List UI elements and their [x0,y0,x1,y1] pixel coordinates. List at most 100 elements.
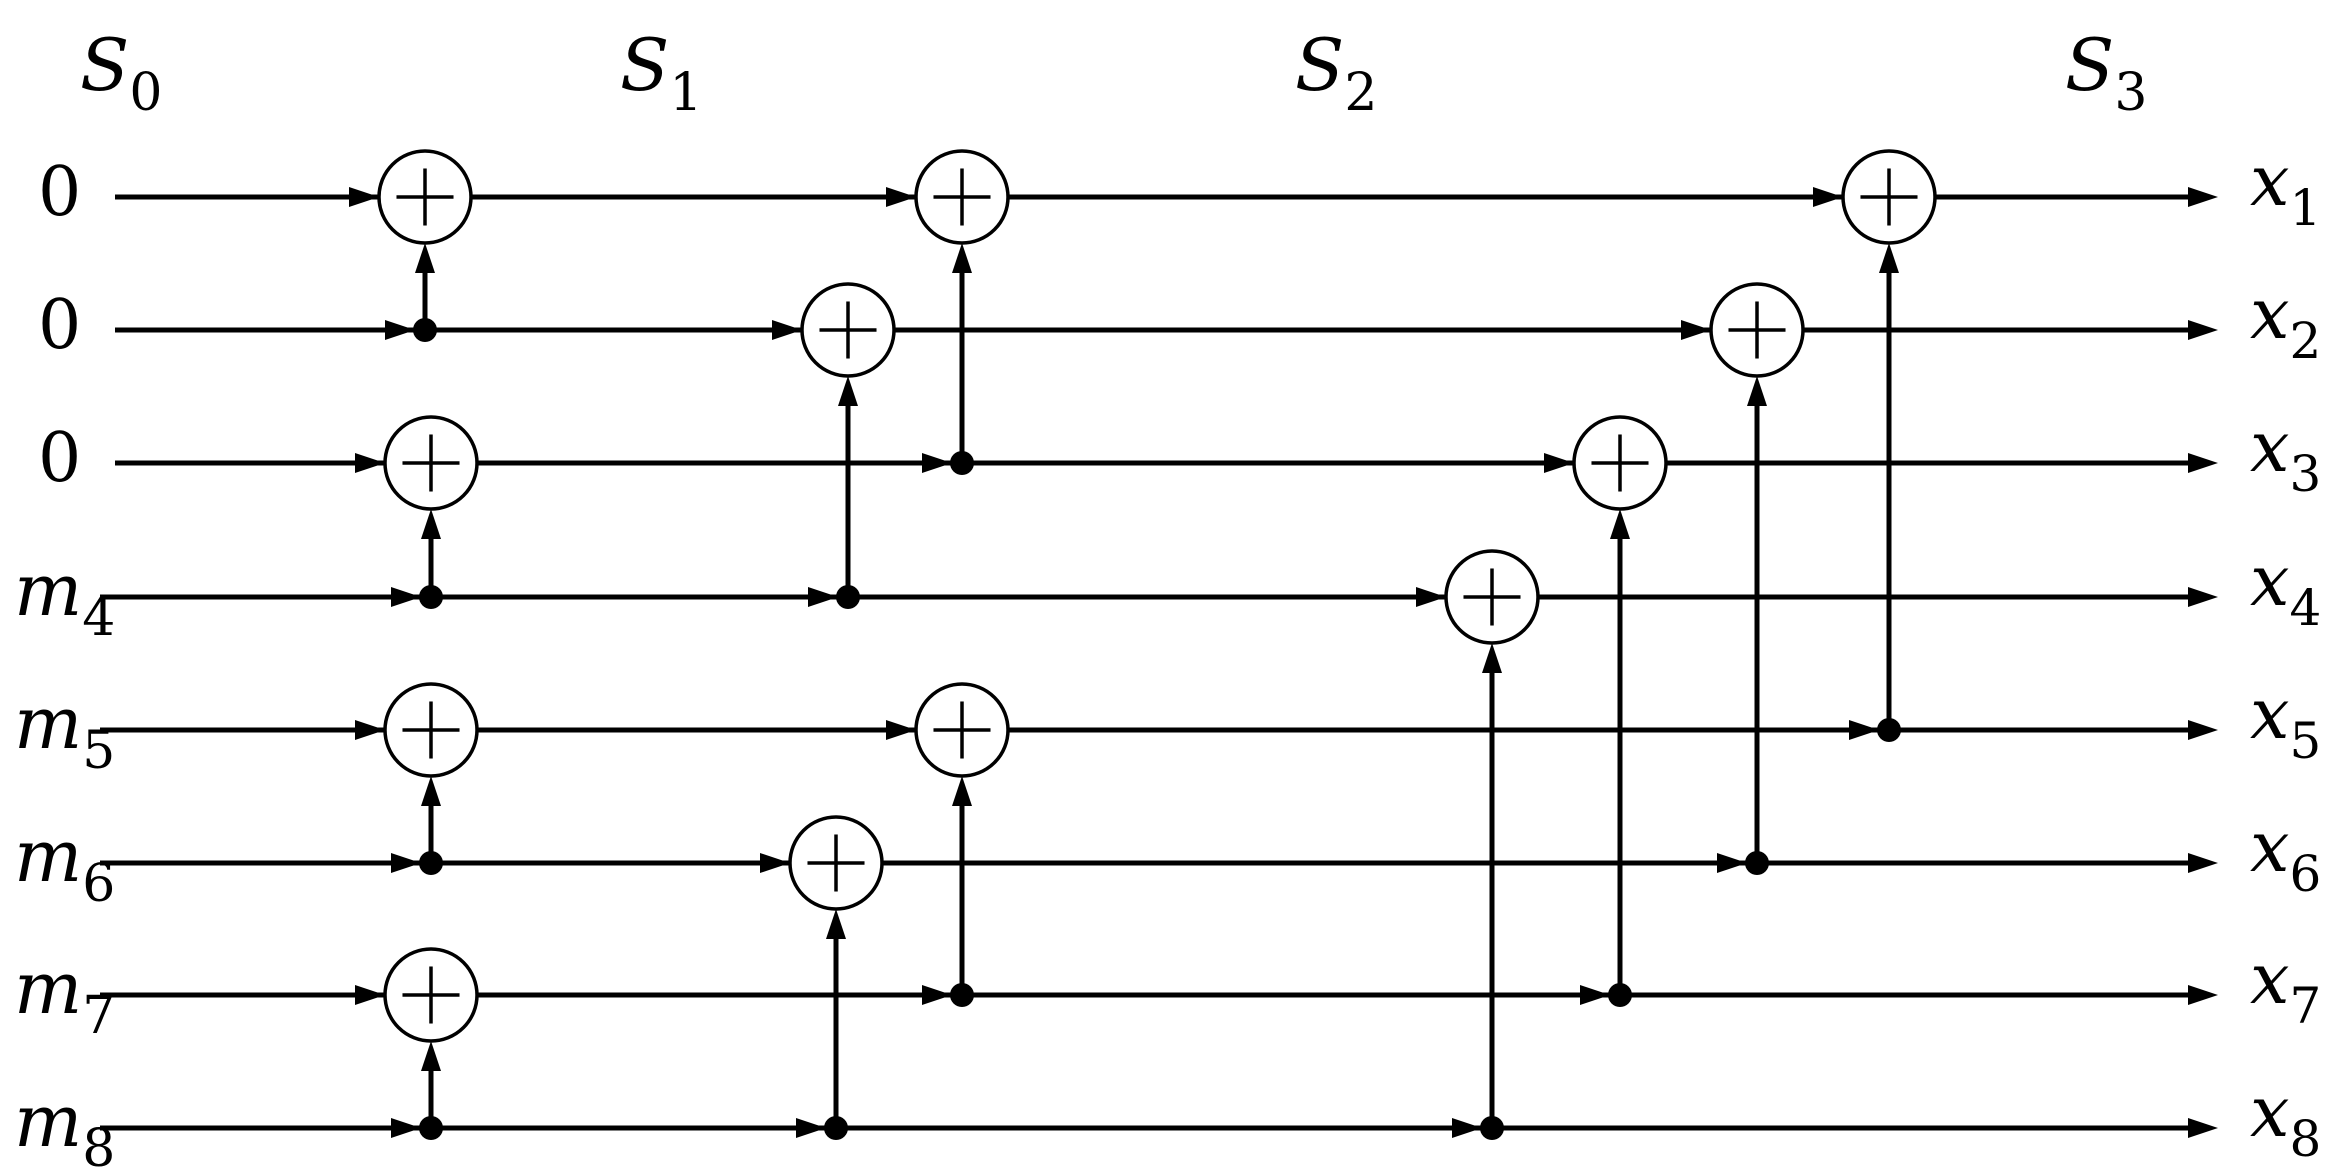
input-label-row-5-subscript: 5 [82,721,115,781]
input-label-row-8-base: m [14,1079,82,1163]
stage-label-s2-subscript: 2 [1344,63,1377,123]
stage-label-s1-base: S [620,23,669,107]
gate-input-arrow-row-6 [760,853,790,873]
output-label-row-1-subscript: 1 [2289,179,2321,237]
xor-gate-row-1 [886,149,1010,245]
junction-arrow-row-8 [391,1118,421,1138]
junction-dot-row-2 [413,318,437,342]
junction-arrow-row-4 [391,587,421,607]
stage-label-s1-subscript: 1 [669,63,702,123]
junction-arrow-row-2 [385,320,415,340]
input-label-row-6-subscript: 6 [82,854,115,914]
output-label-row-1: x1 [2250,140,2321,237]
input-label-row-4: m4 [14,548,115,648]
xor-gate-row-4 [1416,549,1540,645]
output-label-row-6: x6 [2250,806,2321,903]
junction-dot-row-8 [1480,1116,1504,1140]
output-label-row-4-subscript: 4 [2289,579,2321,637]
stage-label-s0-base: S [80,23,129,107]
output-label-row-5-subscript: 5 [2289,712,2321,770]
output-label-row-2: x2 [2250,273,2321,370]
output-arrow-4 [2188,587,2218,607]
xor-gate-row-5 [886,682,1010,778]
stage-label-s2-base: S [1295,23,1344,107]
stage-label-s0: S0 [80,23,162,123]
xor-gate-row-5 [355,682,479,778]
output-label-row-8: x8 [2250,1071,2321,1168]
output-label-row-2-subscript: 2 [2289,312,2321,370]
output-label-row-4: x4 [2250,540,2321,637]
stage-label-s0-subscript: 0 [129,63,162,123]
input-label-row-7-subscript: 7 [82,986,115,1046]
gate-input-arrow-row-2 [1681,320,1711,340]
input-label-row-6: m6 [14,814,115,914]
gate-input-arrow-row-5 [886,720,916,740]
xor-gate-layer [349,149,1937,1043]
input-label-row-2-base: 0 [38,286,81,365]
input-label-row-6-base: m [14,814,82,898]
input-label-row-4-base: m [14,548,82,632]
stage-label-s3-base: S [2065,23,2114,107]
output-label-row-5-base: x [2250,673,2289,755]
output-arrow-1 [2188,187,2218,207]
output-label-row-8-base: x [2250,1071,2289,1153]
input-label-row-7: m7 [14,946,115,1046]
junction-dot-row-6 [419,851,443,875]
input-label-row-3: 0 [38,419,81,498]
output-arrow-8 [2188,1118,2218,1138]
output-label-row-3-subscript: 3 [2289,445,2321,503]
link-arrow-7-to-3 [1610,509,1630,539]
stage-label-s3: S3 [2065,23,2147,123]
junction-dot-row-3 [950,451,974,475]
junction-dot-row-7 [1608,983,1632,1007]
junction-arrow-row-3 [922,453,952,473]
link-arrow-2-to-1 [415,243,435,273]
output-arrow-3 [2188,453,2218,473]
output-arrow-5 [2188,720,2218,740]
gate-input-arrow-row-1 [1813,187,1843,207]
junction-arrow-row-7 [1580,985,1610,1005]
output-arrow-7 [2188,985,2218,1005]
stage-label-s3-subscript: 3 [2114,63,2147,123]
gate-input-arrow-row-7 [355,985,385,1005]
junction-arrow-row-8 [1452,1118,1482,1138]
link-arrow-5-to-1 [1879,243,1899,273]
output-label-row-4-base: x [2250,540,2289,622]
link-arrow-8-to-6 [826,909,846,939]
output-label-row-5: x5 [2250,673,2321,770]
gate-input-arrow-row-2 [772,320,802,340]
junction-dot-row-5 [1877,718,1901,742]
junction-arrow-row-8 [796,1118,826,1138]
output-label-row-8-subscript: 8 [2289,1110,2321,1168]
input-label-row-4-subscript: 4 [82,588,115,648]
stage-label-s1: S1 [620,23,702,123]
xor-gate-row-6 [760,815,884,911]
output-label-row-3: x3 [2250,406,2321,503]
xor-gate-row-1 [1813,149,1937,245]
junction-dot-row-6 [1745,851,1769,875]
junction-arrow-row-4 [808,587,838,607]
link-arrow-8-to-4 [1482,643,1502,673]
output-label-row-7: x7 [2250,938,2321,1035]
link-arrow-6-to-2 [1747,376,1767,406]
input-label-row-1: 0 [38,153,81,232]
input-label-row-8: m8 [14,1079,115,1168]
link-arrow-4-to-2 [838,376,858,406]
link-arrow-4-to-3 [421,509,441,539]
gate-input-arrow-row-3 [355,453,385,473]
xor-gate-row-7 [355,947,479,1043]
xor-gate-row-1 [349,149,473,245]
junction-dot-row-4 [836,585,860,609]
wire-layer [100,187,2218,1138]
link-arrow-8-to-7 [421,1041,441,1071]
output-label-row-7-base: x [2250,938,2289,1020]
input-label-row-1-base: 0 [38,153,81,232]
junction-arrow-row-7 [922,985,952,1005]
output-label-row-6-base: x [2250,806,2289,888]
link-arrow-3-to-1 [952,243,972,273]
gate-input-arrow-row-1 [886,187,916,207]
gate-input-arrow-row-4 [1416,587,1446,607]
xor-gate-row-2 [1681,282,1805,378]
